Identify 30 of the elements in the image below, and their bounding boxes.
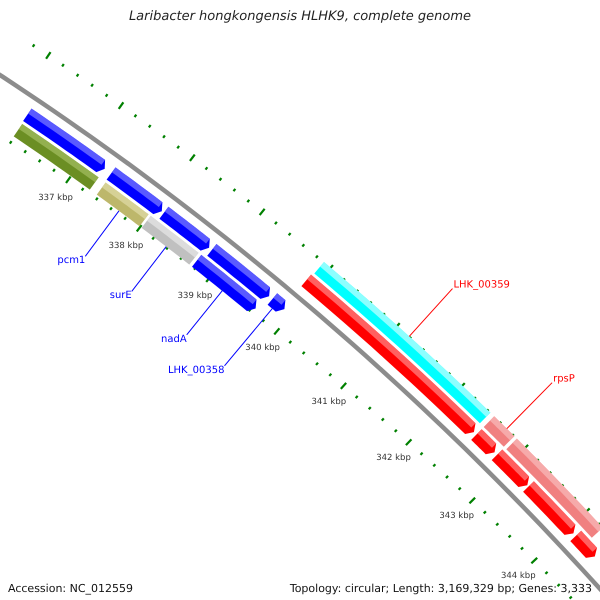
tick-label: 342 kbp — [376, 453, 411, 464]
leader-line — [131, 246, 167, 292]
gene-label: LHK_00359 — [453, 278, 510, 291]
gene-label: rpsP — [553, 373, 575, 386]
accession-text: Accession: NC_012559 — [8, 582, 134, 595]
gene-label: nadA — [161, 334, 187, 346]
tick-label: 341 kbp — [312, 397, 346, 408]
diagram-title: Laribacter hongkongensis HLHK9, complete genome — [128, 9, 472, 24]
tick-label: 337 kbp — [38, 192, 73, 203]
tick-label: 338 kbp — [108, 240, 144, 251]
gene-block — [159, 206, 210, 251]
gene-block — [268, 293, 286, 312]
tick-label: 344 kbp — [500, 570, 536, 581]
gene-block — [23, 108, 106, 172]
leader-line — [506, 382, 553, 430]
gene-label: surE — [110, 290, 132, 302]
leader-line — [186, 290, 223, 336]
leader-line — [84, 210, 120, 257]
gene-label: pcm1 — [57, 255, 86, 268]
tick-label: 340 kbp — [245, 343, 280, 354]
tick-label: 343 kbp — [439, 511, 474, 522]
gene-bar — [484, 416, 514, 447]
leader-line — [408, 288, 453, 337]
tick-label: 339 kbp — [178, 291, 212, 301]
gene-block — [523, 481, 576, 535]
gene-label: LHK_00358 — [168, 364, 224, 377]
gene-block — [570, 530, 597, 558]
gene-block — [106, 167, 162, 214]
genome-stats-text: Topology: circular; Length: 3,169,329 bp; Genes: 3,333 — [290, 582, 592, 595]
leader-line — [224, 308, 273, 366]
